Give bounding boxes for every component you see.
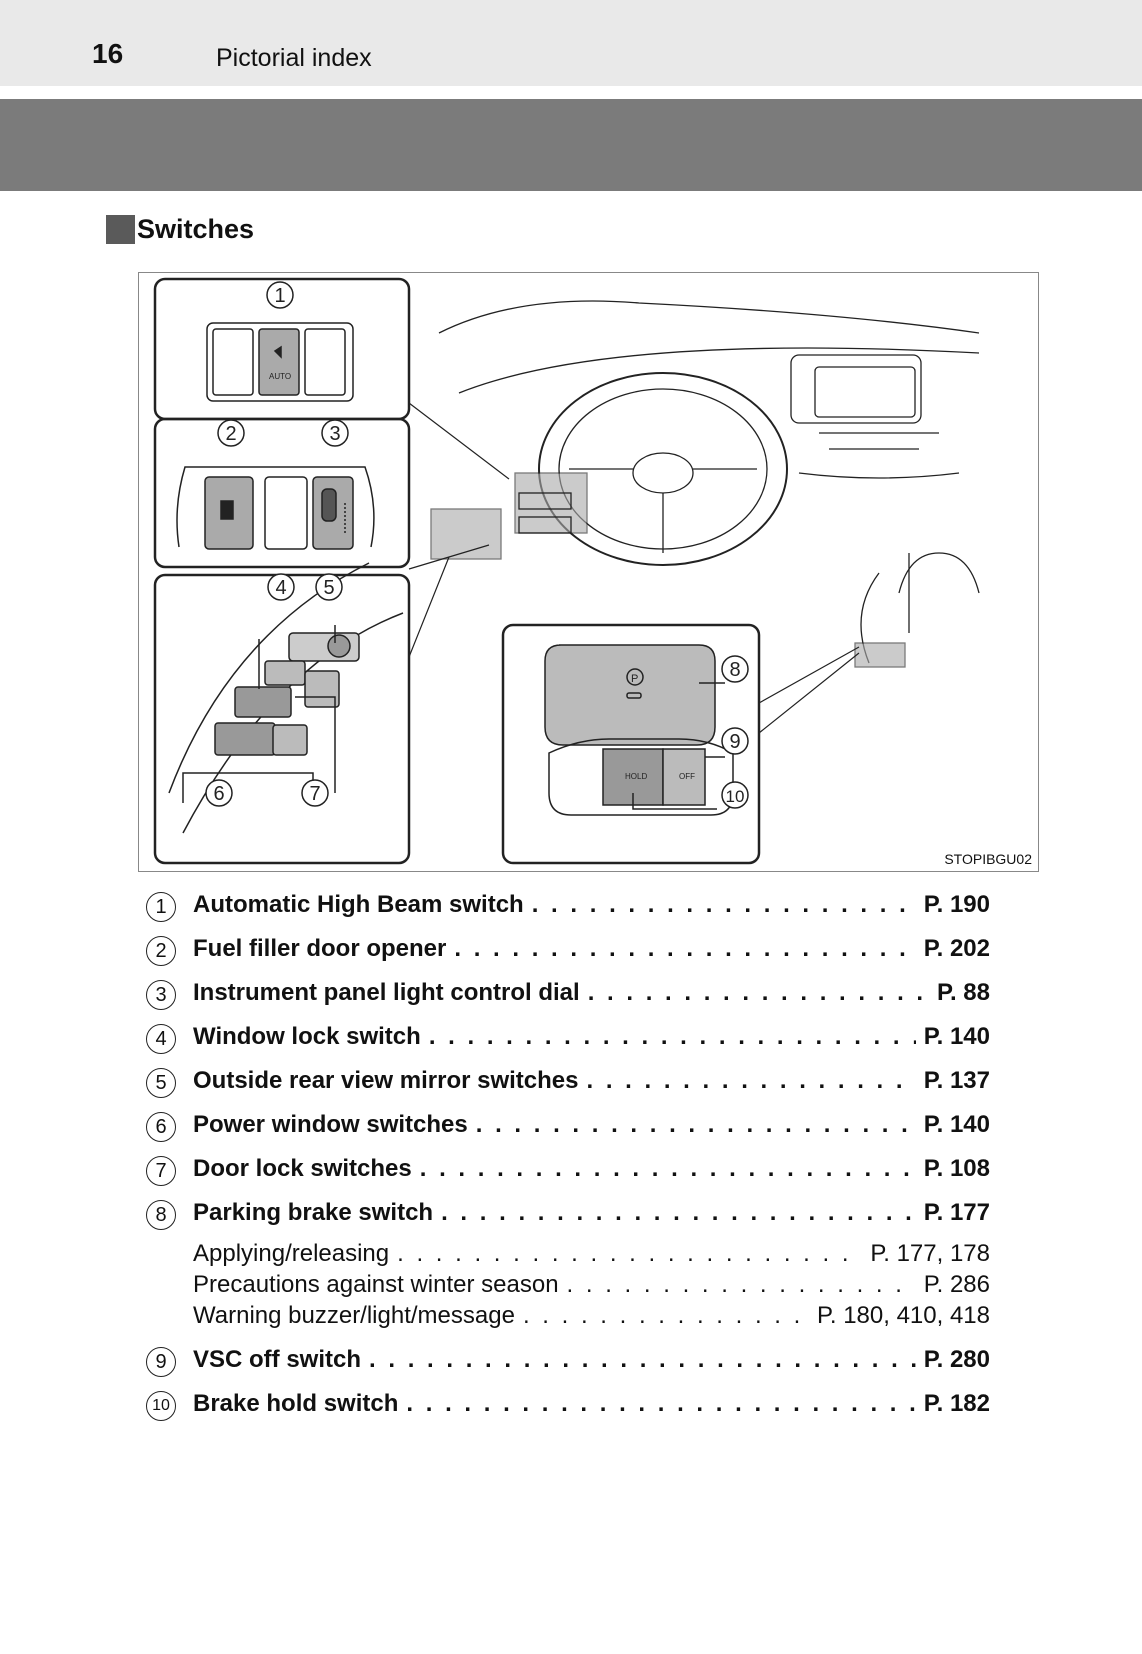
sub-entry-label: Applying/releasing xyxy=(193,1240,390,1267)
inset-panel-2-3 xyxy=(153,417,411,569)
entry-number: 8 xyxy=(146,1200,176,1230)
header-gray-band xyxy=(0,99,1142,191)
entry-page: P. 202 xyxy=(923,935,990,962)
section-marker-icon xyxy=(106,215,135,244)
section-heading-text: Switches xyxy=(137,214,255,244)
entry-number: 7 xyxy=(146,1156,176,1186)
index-entry: 2 Fuel filler door opener P. 202 xyxy=(146,932,990,976)
inset-panel-8-10: P HOLD OFF xyxy=(501,623,761,865)
sub-entry-page: P. 286 xyxy=(923,1271,990,1298)
entry-number: 4 xyxy=(146,1024,176,1054)
callout-9: 9 xyxy=(729,731,740,753)
entry-number: 5 xyxy=(146,1068,176,1098)
entry-number: 1 xyxy=(146,892,176,922)
p-switch-text: P xyxy=(631,673,638,685)
switches-illustration: AUTO xyxy=(138,272,1039,872)
callout-4: 4 xyxy=(275,577,286,599)
entry-label: Instrument panel light control dial xyxy=(193,979,580,1006)
entry-label: Outside rear view mirror switches xyxy=(193,1067,579,1094)
entry-page: P. 177 xyxy=(923,1199,990,1226)
page-number: 16 xyxy=(92,38,124,69)
sub-entry-label: Precautions against winter season xyxy=(193,1271,559,1298)
callout-7: 7 xyxy=(309,783,320,805)
entry-label: Parking brake switch xyxy=(193,1199,434,1226)
callout-3: 3 xyxy=(329,423,340,445)
entry-label: Window lock switch xyxy=(193,1023,421,1050)
auto-switch-text: AUTO xyxy=(269,372,291,381)
entry-page: P. 182 xyxy=(923,1390,990,1417)
entry-label: Fuel filler door opener xyxy=(193,935,447,962)
hold-switch-text: HOLD xyxy=(625,772,647,781)
entry-label: Door lock switches xyxy=(193,1155,412,1182)
sub-entry-page: P. 177, 178 xyxy=(870,1240,990,1267)
callout-8: 8 xyxy=(729,659,740,681)
callout-1: 1 xyxy=(274,285,285,307)
index-entry: 5 Outside rear view mirror switches P. 13… xyxy=(146,1064,990,1108)
inset-panel-4-7 xyxy=(153,562,411,865)
index-entry: 9 VSC off switch P. 280 xyxy=(146,1343,990,1387)
sub-entry-label: Warning buzzer/light/message xyxy=(193,1302,515,1329)
index-entry: 10 Brake hold switch P. 182 xyxy=(146,1387,990,1431)
entry-label: Power window switches xyxy=(193,1111,468,1138)
sub-entry: Warning buzzer/light/message P. 180, 410,… xyxy=(146,1302,990,1333)
section-heading: Switches xyxy=(106,214,254,245)
sub-entry-page: P. 180, 410, 418 xyxy=(816,1302,990,1329)
index-entry: 1 Automatic High Beam switch P. 190 xyxy=(146,888,990,932)
index-list: 1 Automatic High Beam switch P. 190 2 Fue… xyxy=(146,888,990,1431)
entry-page: P. 108 xyxy=(923,1155,990,1182)
entry-number: 9 xyxy=(146,1347,176,1377)
callout-6: 6 xyxy=(213,783,224,805)
entry-number: 3 xyxy=(146,980,176,1010)
sub-entry: Precautions against winter season P. 286 xyxy=(146,1271,990,1302)
figure-code: STOPIBGU02 xyxy=(944,851,1032,867)
header-title: Pictorial index xyxy=(216,44,372,72)
entry-number: 10 xyxy=(146,1391,176,1421)
header-band xyxy=(0,0,1142,86)
sub-entry: Applying/releasing P. 177, 178 xyxy=(146,1240,990,1271)
entry-number: 6 xyxy=(146,1112,176,1142)
callout-10: 10 xyxy=(726,787,745,806)
entry-label: VSC off switch xyxy=(193,1346,362,1373)
index-entry: 8 Parking brake switch P. 177 xyxy=(146,1196,990,1240)
entry-number: 2 xyxy=(146,936,176,966)
index-entry: 3 Instrument panel light control dial P. … xyxy=(146,976,990,1020)
off-switch-text: OFF xyxy=(679,772,695,781)
entry-page: P. 88 xyxy=(937,979,990,1006)
entry-page: P. 140 xyxy=(923,1111,990,1138)
dashboard-sketch xyxy=(430,300,980,668)
entry-page: P. 137 xyxy=(923,1067,990,1094)
entry-label: Automatic High Beam switch xyxy=(193,891,524,918)
entry-page: P. 140 xyxy=(923,1023,990,1050)
index-entry: 7 Door lock switches P. 108 xyxy=(146,1152,990,1196)
entry-page: P. 190 xyxy=(923,891,990,918)
entry-page: P. 280 xyxy=(923,1346,990,1373)
index-entry: 6 Power window switches P. 140 xyxy=(146,1108,990,1152)
entry-label: Brake hold switch xyxy=(193,1390,399,1417)
index-entry: 4 Window lock switch P. 140 xyxy=(146,1020,990,1064)
callout-5: 5 xyxy=(323,577,334,599)
callout-2: 2 xyxy=(225,423,236,445)
